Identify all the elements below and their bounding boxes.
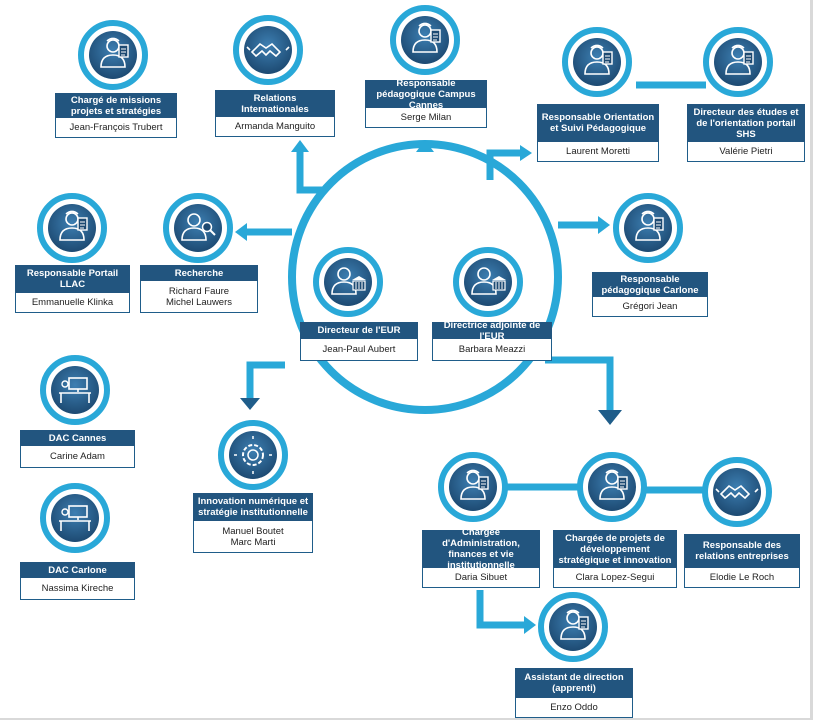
card-names: Clara Lopez-Segui bbox=[553, 568, 677, 588]
card-directeur-eur: Directeur de l'EUR Jean-Paul Aubert bbox=[300, 322, 418, 361]
desk-computer-icon bbox=[40, 355, 110, 425]
person-name: Michel Lauwers bbox=[166, 296, 232, 308]
person-document-icon bbox=[538, 592, 608, 662]
handshake-icon bbox=[233, 15, 303, 85]
person-document-icon bbox=[37, 193, 107, 263]
person-name: Nassima Kireche bbox=[41, 583, 114, 594]
person-name: Manuel Boutet bbox=[222, 525, 284, 537]
card-title: Assistant de direction (apprenti) bbox=[515, 668, 633, 698]
card-title: DAC Cannes bbox=[20, 430, 135, 446]
card-directeur-etudes: Directeur des études et de l'orientation… bbox=[687, 104, 805, 162]
card-title: Responsable des relations entreprises bbox=[684, 534, 800, 568]
person-name: Richard Faure bbox=[168, 285, 230, 297]
person-document-icon bbox=[562, 27, 632, 97]
person-name: Serge Milan bbox=[400, 112, 452, 123]
card-names: Enzo Oddo bbox=[515, 698, 633, 718]
handshake-icon bbox=[702, 457, 772, 527]
person-document-icon bbox=[703, 27, 773, 97]
card-title: Directeur de l'EUR bbox=[300, 322, 418, 339]
card-title: Directeur des études et de l'orientation… bbox=[687, 104, 805, 142]
card-names: Daria Sibuet bbox=[422, 568, 540, 588]
card-title: Directrice adjointe de l'EUR bbox=[432, 320, 552, 342]
card-title: Chargée de projets de développement stra… bbox=[553, 530, 677, 568]
right-border bbox=[810, 0, 813, 720]
card-title: Recherche bbox=[140, 265, 258, 281]
person-name: Elodie Le Roch bbox=[709, 572, 775, 583]
card-title: DAC Carlone bbox=[20, 562, 135, 578]
person-document-icon bbox=[78, 20, 148, 90]
card-names: Elodie Le Roch bbox=[684, 568, 800, 588]
person-name: Carine Adam bbox=[50, 451, 105, 462]
person-name: Daria Sibuet bbox=[454, 572, 508, 583]
person-name: Laurent Moretti bbox=[566, 146, 630, 157]
person-name: Valérie Pietri bbox=[719, 146, 773, 157]
card-chargee-administration: Chargée d'Administration, finances et vi… bbox=[422, 527, 540, 588]
innovation-gear-icon bbox=[218, 420, 288, 490]
person-document-icon bbox=[438, 452, 508, 522]
person-name: Clara Lopez-Segui bbox=[575, 572, 655, 583]
card-names: Armanda Manguito bbox=[215, 117, 335, 137]
card-title: Responsable pédagogique Campus Cannes bbox=[365, 78, 487, 111]
card-title: Chargée d'Administration, finances et vi… bbox=[422, 527, 540, 571]
card-resp-orientation: Responsable Orientation et Suivi Pédagog… bbox=[537, 104, 659, 162]
person-name: Armanda Manguito bbox=[234, 121, 316, 132]
person-name: Grégori Jean bbox=[622, 301, 678, 312]
person-name: Jean-Paul Aubert bbox=[322, 344, 396, 355]
card-names: Nassima Kireche bbox=[20, 578, 135, 600]
card-title: Responsable Portail LLAC bbox=[15, 265, 130, 293]
arrowheads bbox=[235, 140, 622, 634]
connectors bbox=[245, 81, 706, 629]
card-title: Chargé de missions projets et stratégies bbox=[55, 93, 177, 118]
card-names: Emmanuelle Klinka bbox=[15, 293, 130, 313]
person-document-icon bbox=[613, 193, 683, 263]
card-innovation-numerique: Innovation numérique et stratégie instit… bbox=[193, 493, 313, 553]
desk-computer-icon bbox=[40, 483, 110, 553]
card-names: Valérie Pietri bbox=[687, 142, 805, 162]
person-name: Marc Marti bbox=[230, 536, 276, 548]
card-names: Laurent Moretti bbox=[537, 142, 659, 162]
card-title: Relations Internationales bbox=[215, 90, 335, 117]
person-name: Barbara Meazzi bbox=[458, 344, 526, 355]
card-names: Serge Milan bbox=[365, 108, 487, 128]
person-building-icon bbox=[453, 247, 523, 317]
card-names: Carine Adam bbox=[20, 446, 135, 468]
bottom-border bbox=[0, 718, 813, 720]
card-charge-missions: Chargé de missions projets et stratégies… bbox=[55, 93, 177, 138]
person-name: Jean-François Trubert bbox=[69, 122, 163, 133]
person-building-icon bbox=[313, 247, 383, 317]
card-names: Grégori Jean bbox=[592, 297, 708, 317]
person-search-icon bbox=[163, 193, 233, 263]
card-directrice-adjointe: Directrice adjointe de l'EUR Barbara Meaz… bbox=[432, 320, 552, 361]
card-names: Jean-François Trubert bbox=[55, 118, 177, 138]
card-assistant-direction: Assistant de direction (apprenti) Enzo Od… bbox=[515, 668, 633, 718]
person-name: Emmanuelle Klinka bbox=[31, 297, 114, 308]
card-names: Barbara Meazzi bbox=[432, 339, 552, 361]
card-resp-portail-llac: Responsable Portail LLAC Emmanuelle Klink… bbox=[15, 265, 130, 313]
card-names: Jean-Paul Aubert bbox=[300, 339, 418, 361]
person-name: Enzo Oddo bbox=[550, 702, 598, 713]
card-title: Responsable Orientation et Suivi Pédagog… bbox=[537, 104, 659, 142]
person-document-icon bbox=[577, 452, 647, 522]
person-document-icon bbox=[390, 5, 460, 75]
card-title: Innovation numérique et stratégie instit… bbox=[193, 493, 313, 521]
card-chargee-projets: Chargée de projets de développement stra… bbox=[553, 530, 677, 588]
card-title: Responsable pédagogique Carlone bbox=[592, 272, 708, 297]
